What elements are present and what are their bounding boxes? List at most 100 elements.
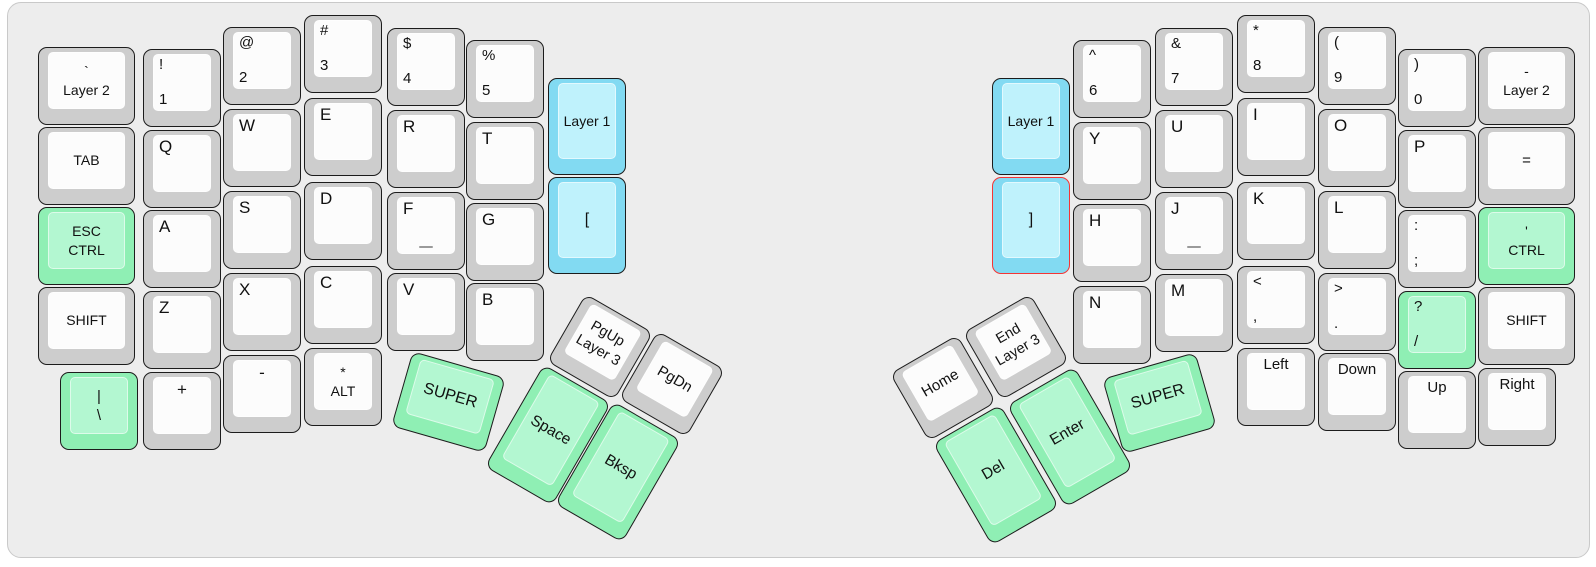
key-t[interactable]: T	[466, 122, 544, 200]
key-label: ;	[1414, 252, 1419, 269]
key-2-at[interactable]: @2	[223, 27, 301, 105]
key-minus-layer2[interactable]: -Layer 2	[1478, 47, 1575, 125]
key-c[interactable]: C	[304, 266, 382, 344]
key-minus[interactable]: -	[223, 355, 301, 433]
key-m[interactable]: M	[1155, 274, 1233, 352]
key-i[interactable]: I	[1237, 98, 1315, 176]
key-k[interactable]: K	[1237, 182, 1315, 260]
key-h[interactable]: H	[1073, 204, 1151, 282]
key-l[interactable]: L	[1318, 191, 1396, 269]
keycap-top: SHIFT	[1488, 292, 1565, 349]
key-comma-lt[interactable]: <,	[1237, 266, 1315, 344]
key-label: *	[340, 363, 346, 380]
key-super-right[interactable]: SUPER	[1102, 352, 1217, 454]
key-super-left[interactable]: SUPER	[391, 351, 506, 453]
key-q[interactable]: Q	[143, 130, 221, 208]
key-s[interactable]: S	[223, 191, 301, 269]
key-label: SUPER	[1128, 381, 1187, 413]
keycap-top: F	[397, 197, 455, 254]
key-z[interactable]: Z	[143, 291, 221, 369]
key-grave-layer2[interactable]: `Layer 2	[38, 47, 135, 125]
key-quote-ctrl[interactable]: 'CTRL	[1478, 207, 1575, 285]
keycap-top: !1	[153, 54, 211, 111]
key-layer1-right[interactable]: Layer 1	[992, 78, 1070, 175]
key-asterisk-alt[interactable]: *ALT	[304, 348, 382, 426]
key-label: B	[482, 290, 494, 309]
keycap-top: D	[314, 187, 372, 244]
key-label: V	[403, 280, 415, 299]
key-label: Del	[978, 456, 1008, 484]
key-0-rparen[interactable]: )0	[1398, 49, 1476, 127]
key-semicolon-colon[interactable]: :;	[1398, 210, 1476, 288]
key-p[interactable]: P	[1398, 130, 1476, 208]
key-label: T	[482, 129, 493, 148]
key-label: /	[1414, 333, 1419, 350]
key-9-lparen[interactable]: (9	[1318, 27, 1396, 105]
keycap-top: N	[1083, 291, 1141, 348]
key-arrow-up[interactable]: Up	[1398, 371, 1476, 449]
key-shift-right[interactable]: SHIFT	[1478, 287, 1575, 365]
key-5-percent[interactable]: %5	[466, 40, 544, 118]
key-1-exclam[interactable]: !1	[143, 49, 221, 127]
key-label: 9	[1334, 69, 1343, 86]
key-label: <	[1253, 273, 1262, 290]
key-d[interactable]: D	[304, 182, 382, 260]
key-period-gt[interactable]: >.	[1318, 273, 1396, 351]
key-lbracket[interactable]: [	[548, 177, 626, 274]
key-label: A	[159, 217, 171, 236]
keycap-top: %5	[476, 45, 534, 102]
key-label: Left	[1263, 356, 1289, 373]
key-e[interactable]: E	[304, 98, 382, 176]
key-a[interactable]: A	[143, 210, 221, 288]
key-plus[interactable]: +	[143, 372, 221, 450]
key-v[interactable]: V	[387, 273, 465, 351]
key-slash-question[interactable]: ?/	[1398, 291, 1476, 369]
keycap-top: Layer 1	[558, 83, 616, 159]
key-o[interactable]: O	[1318, 109, 1396, 187]
key-u[interactable]: U	[1155, 110, 1233, 188]
key-label: *	[1253, 22, 1259, 39]
key-shift-left[interactable]: SHIFT	[38, 287, 135, 365]
key-rbracket[interactable]: ]	[992, 177, 1070, 274]
homing-bump	[419, 245, 433, 248]
key-label: I	[1253, 105, 1258, 124]
key-label: ESC	[72, 222, 101, 239]
keycap-top: `Layer 2	[48, 52, 125, 109]
key-x[interactable]: X	[223, 273, 301, 351]
key-equals[interactable]: =	[1478, 127, 1575, 205]
key-label: 5	[482, 82, 491, 99]
key-label: U	[1171, 117, 1184, 136]
key-r[interactable]: R	[387, 110, 465, 188]
key-label: `	[84, 62, 89, 79]
key-label: $	[403, 35, 412, 52]
key-j[interactable]: J	[1155, 192, 1233, 270]
key-3-hash[interactable]: #3	[304, 15, 382, 93]
key-label: F	[403, 199, 414, 218]
key-pipe-backslash[interactable]: |\	[60, 372, 138, 450]
key-8-asterisk[interactable]: *8	[1237, 15, 1315, 93]
key-y[interactable]: Y	[1073, 122, 1151, 200]
key-7-amp[interactable]: &7	[1155, 28, 1233, 106]
key-tab[interactable]: TAB	[38, 127, 135, 205]
key-4-dollar[interactable]: $4	[387, 28, 465, 106]
key-n[interactable]: N	[1073, 286, 1151, 364]
keycap-top: TAB	[48, 132, 125, 189]
key-label: >	[1334, 280, 1343, 297]
key-w[interactable]: W	[223, 109, 301, 187]
key-arrow-right[interactable]: Right	[1478, 368, 1556, 446]
key-f[interactable]: F	[387, 192, 465, 270]
keycap-top: @2	[233, 32, 291, 89]
key-label: Space	[527, 411, 575, 449]
key-label: Z	[159, 298, 170, 317]
key-label: %	[482, 47, 496, 64]
key-6-caret[interactable]: ^6	[1073, 40, 1151, 118]
key-layer1-left[interactable]: Layer 1	[548, 78, 626, 175]
key-g[interactable]: G	[466, 203, 544, 281]
keycap-top: P	[1408, 135, 1466, 192]
key-label: 2	[239, 69, 248, 86]
key-arrow-down[interactable]: Down	[1318, 353, 1396, 431]
key-b[interactable]: B	[466, 283, 544, 361]
key-arrow-left[interactable]: Left	[1237, 348, 1315, 426]
